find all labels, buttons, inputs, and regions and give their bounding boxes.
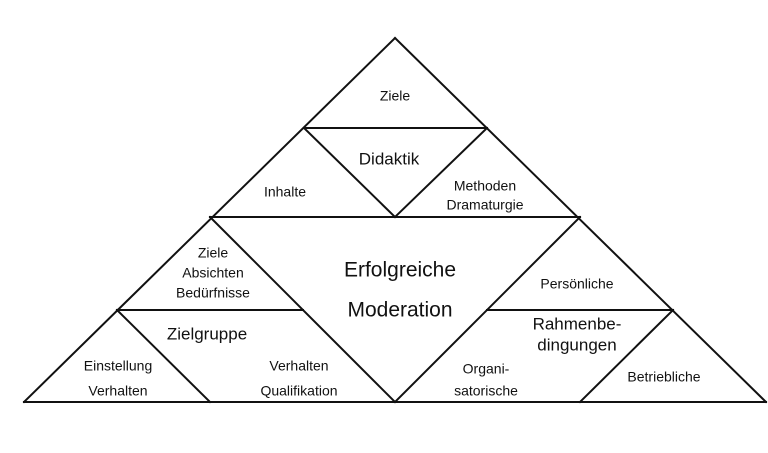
label-zielgruppe-absichten: Absichten xyxy=(182,265,243,281)
label-didaktik-ziele: Ziele xyxy=(380,88,411,104)
inner-rahmen-right xyxy=(578,308,675,404)
inner-didaktik-left xyxy=(302,126,397,219)
label-zielgruppe-beduerfnisse: Bedürfnisse xyxy=(176,285,250,301)
label-rahmen-satorische: satorische xyxy=(454,383,518,399)
label-zielgruppe-verhalten-right: Verhalten xyxy=(269,358,328,374)
inner-zielgruppe-left xyxy=(115,308,212,404)
title-center-line1: Erfolgreiche xyxy=(344,259,456,282)
label-zielgruppe-einstellung: Einstellung xyxy=(84,358,153,374)
label-didaktik-methoden: Methoden xyxy=(454,178,516,194)
title-rahmen-line2: dingungen xyxy=(537,335,616,354)
label-rahmen-persoenliche: Persönliche xyxy=(540,276,613,292)
label-rahmen-organi: Organi- xyxy=(463,361,510,377)
label-zielgruppe-verhalten-left: Verhalten xyxy=(88,383,147,399)
label-zielgruppe-qualifikation: Qualifikation xyxy=(260,383,337,399)
inner-center-right xyxy=(393,215,582,404)
title-didaktik: Didaktik xyxy=(359,149,420,168)
title-center-line2: Moderation xyxy=(347,299,452,322)
title-rahmen-line1: Rahmenbe- xyxy=(533,314,622,333)
label-rahmen-betriebliche: Betriebliche xyxy=(627,369,700,385)
outer-left-edge xyxy=(22,36,397,404)
label-didaktik-inhalte: Inhalte xyxy=(264,184,306,200)
inner-center-left xyxy=(208,215,397,404)
inner-didaktik-right xyxy=(393,126,489,219)
label-didaktik-dramaturgie: Dramaturgie xyxy=(446,197,523,213)
label-zielgruppe-ziele: Ziele xyxy=(198,245,229,261)
title-zielgruppe: Zielgruppe xyxy=(167,324,247,343)
outer-right-edge xyxy=(393,36,768,404)
